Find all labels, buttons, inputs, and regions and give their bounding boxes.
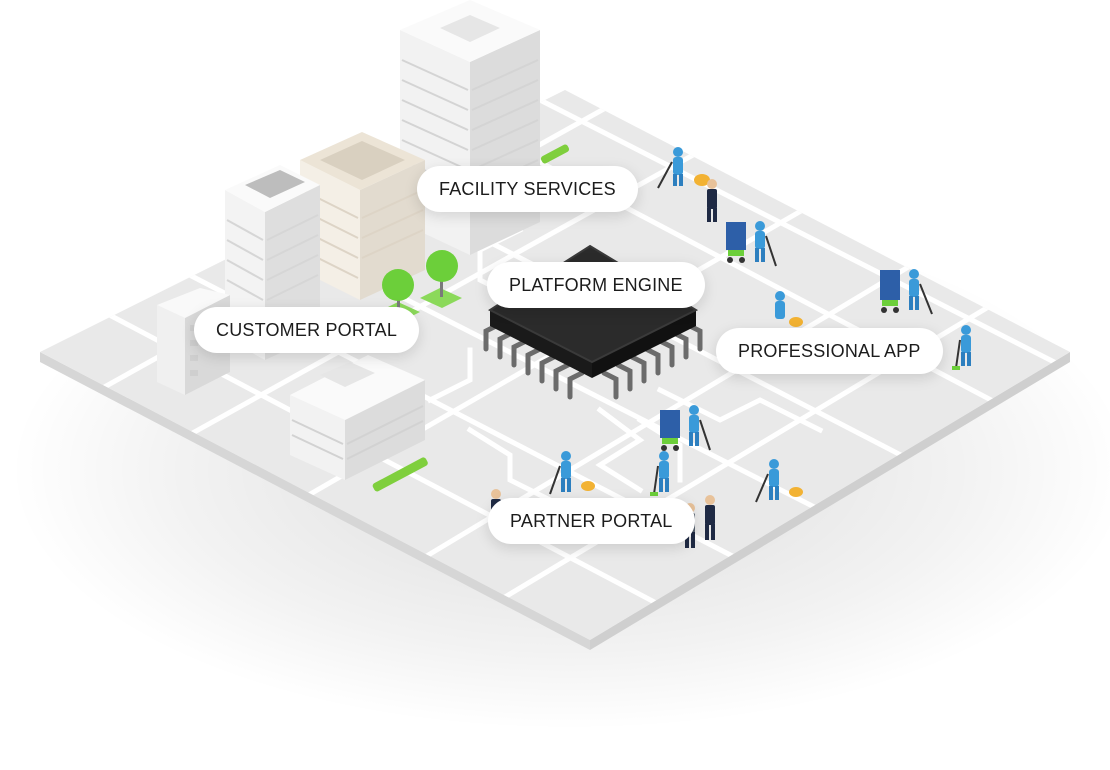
cleaner-icon xyxy=(549,451,595,495)
cart-icon xyxy=(660,410,680,451)
cleaner-icon xyxy=(909,269,933,315)
tree-icon xyxy=(420,250,462,308)
cleaner-icon xyxy=(775,291,803,327)
cleaner-icon xyxy=(689,405,711,451)
label-platform-engine[interactable]: PLATFORM ENGINE xyxy=(487,262,705,308)
businessman-icon xyxy=(705,495,715,540)
hedge-bottom xyxy=(372,457,428,492)
cleaner-icon xyxy=(650,451,669,496)
cleaner-icon xyxy=(755,221,777,267)
ground-side-right xyxy=(590,352,1070,650)
label-partner-portal[interactable]: PARTNER PORTAL xyxy=(488,498,695,544)
cleaner-icon xyxy=(657,147,710,189)
cart-icon xyxy=(726,222,746,263)
ground-side-left xyxy=(40,352,590,650)
cleaner-icon xyxy=(952,325,971,370)
label-customer-portal[interactable]: CUSTOMER PORTAL xyxy=(194,307,420,353)
businessman-icon xyxy=(707,179,717,222)
building-icon xyxy=(290,355,425,480)
hedge-top xyxy=(540,144,570,164)
label-facility-services[interactable]: FACILITY SERVICES xyxy=(417,166,638,212)
cleaner-icon xyxy=(755,459,803,503)
label-professional-app[interactable]: PROFESSIONAL APP xyxy=(716,328,943,374)
cart-icon xyxy=(880,270,900,313)
